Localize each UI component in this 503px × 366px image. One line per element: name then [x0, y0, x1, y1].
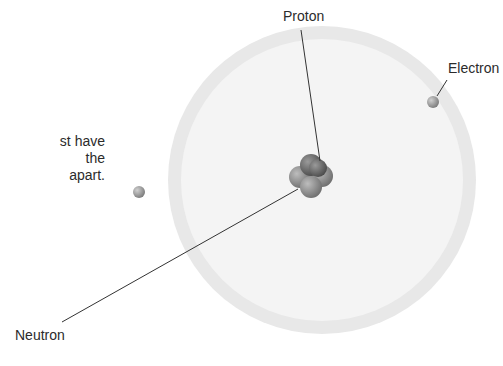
- leader-line: [437, 80, 447, 96]
- nucleus: [289, 154, 333, 198]
- cloud-inner: [181, 39, 463, 321]
- electron: [427, 96, 439, 108]
- electron-cloud: [168, 26, 476, 334]
- part-label: Electron: [448, 60, 499, 76]
- electron: [133, 186, 145, 198]
- part-label: Proton: [283, 8, 324, 24]
- leader-line: [301, 30, 320, 161]
- cut-off-note: st have the apart.: [57, 133, 105, 184]
- part-label: Neutron: [15, 327, 65, 343]
- leader-line: [62, 189, 298, 322]
